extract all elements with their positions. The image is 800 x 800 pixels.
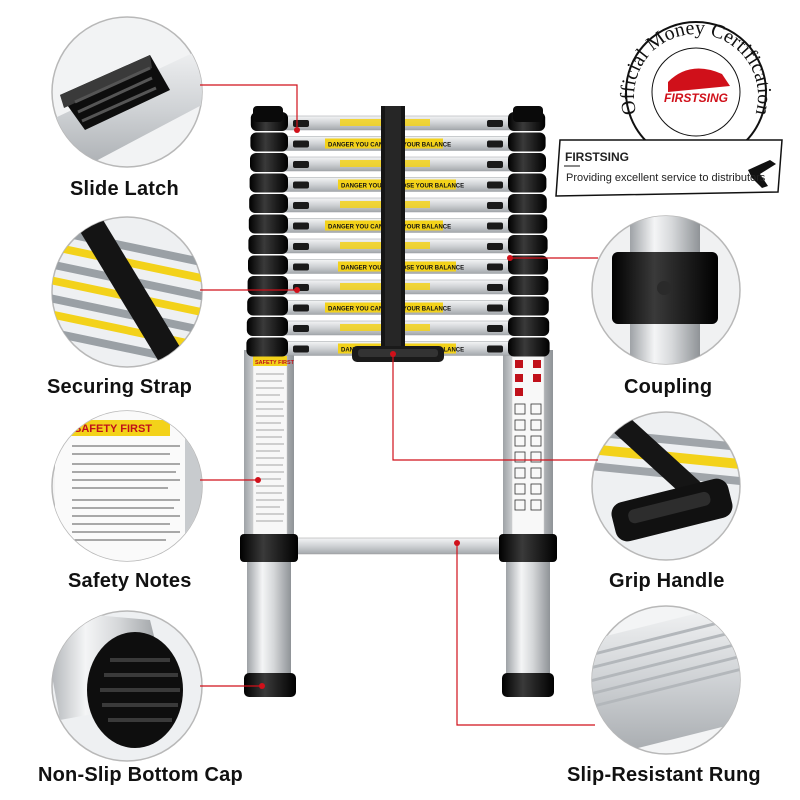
label-grip-handle: Grip Handle bbox=[609, 570, 725, 592]
callout-leader-lines bbox=[200, 84, 598, 726]
label-slide-latch: Slide Latch bbox=[70, 178, 179, 200]
label-slip-resistant-rung: Slip-Resistant Rung bbox=[567, 764, 761, 786]
label-securing-strap: Securing Strap bbox=[47, 376, 193, 398]
callout-grip-handle bbox=[591, 411, 741, 561]
callout-safety-notes: SAFETY FIRST bbox=[51, 410, 203, 562]
certification-seal: Official Money Certification FIRSTSING bbox=[555, 17, 783, 197]
callout-slip-resistant-rung bbox=[591, 605, 741, 755]
label-non-slip-bottom-cap: Non-Slip Bottom Cap bbox=[38, 764, 243, 786]
badge-tagline: Providing excellent service to distribut… bbox=[566, 172, 766, 184]
sticker-safety-first: SAFETY FIRST bbox=[255, 360, 295, 366]
badge-brand: FIRSTSING bbox=[565, 150, 630, 164]
ladder: SAFETY FIRST bbox=[240, 106, 557, 697]
label-coupling: Coupling bbox=[624, 376, 713, 398]
seal-logo-text: FIRSTSING bbox=[664, 91, 728, 105]
callout-coupling bbox=[591, 215, 741, 365]
callout-safety-first-text: SAFETY FIRST bbox=[74, 423, 152, 435]
callout-non-slip-bottom-cap bbox=[51, 610, 203, 762]
label-safety-notes: Safety Notes bbox=[68, 570, 192, 592]
callout-securing-strap bbox=[51, 216, 203, 368]
callout-anchor-dots bbox=[255, 127, 513, 689]
callout-slide-latch bbox=[51, 16, 203, 168]
